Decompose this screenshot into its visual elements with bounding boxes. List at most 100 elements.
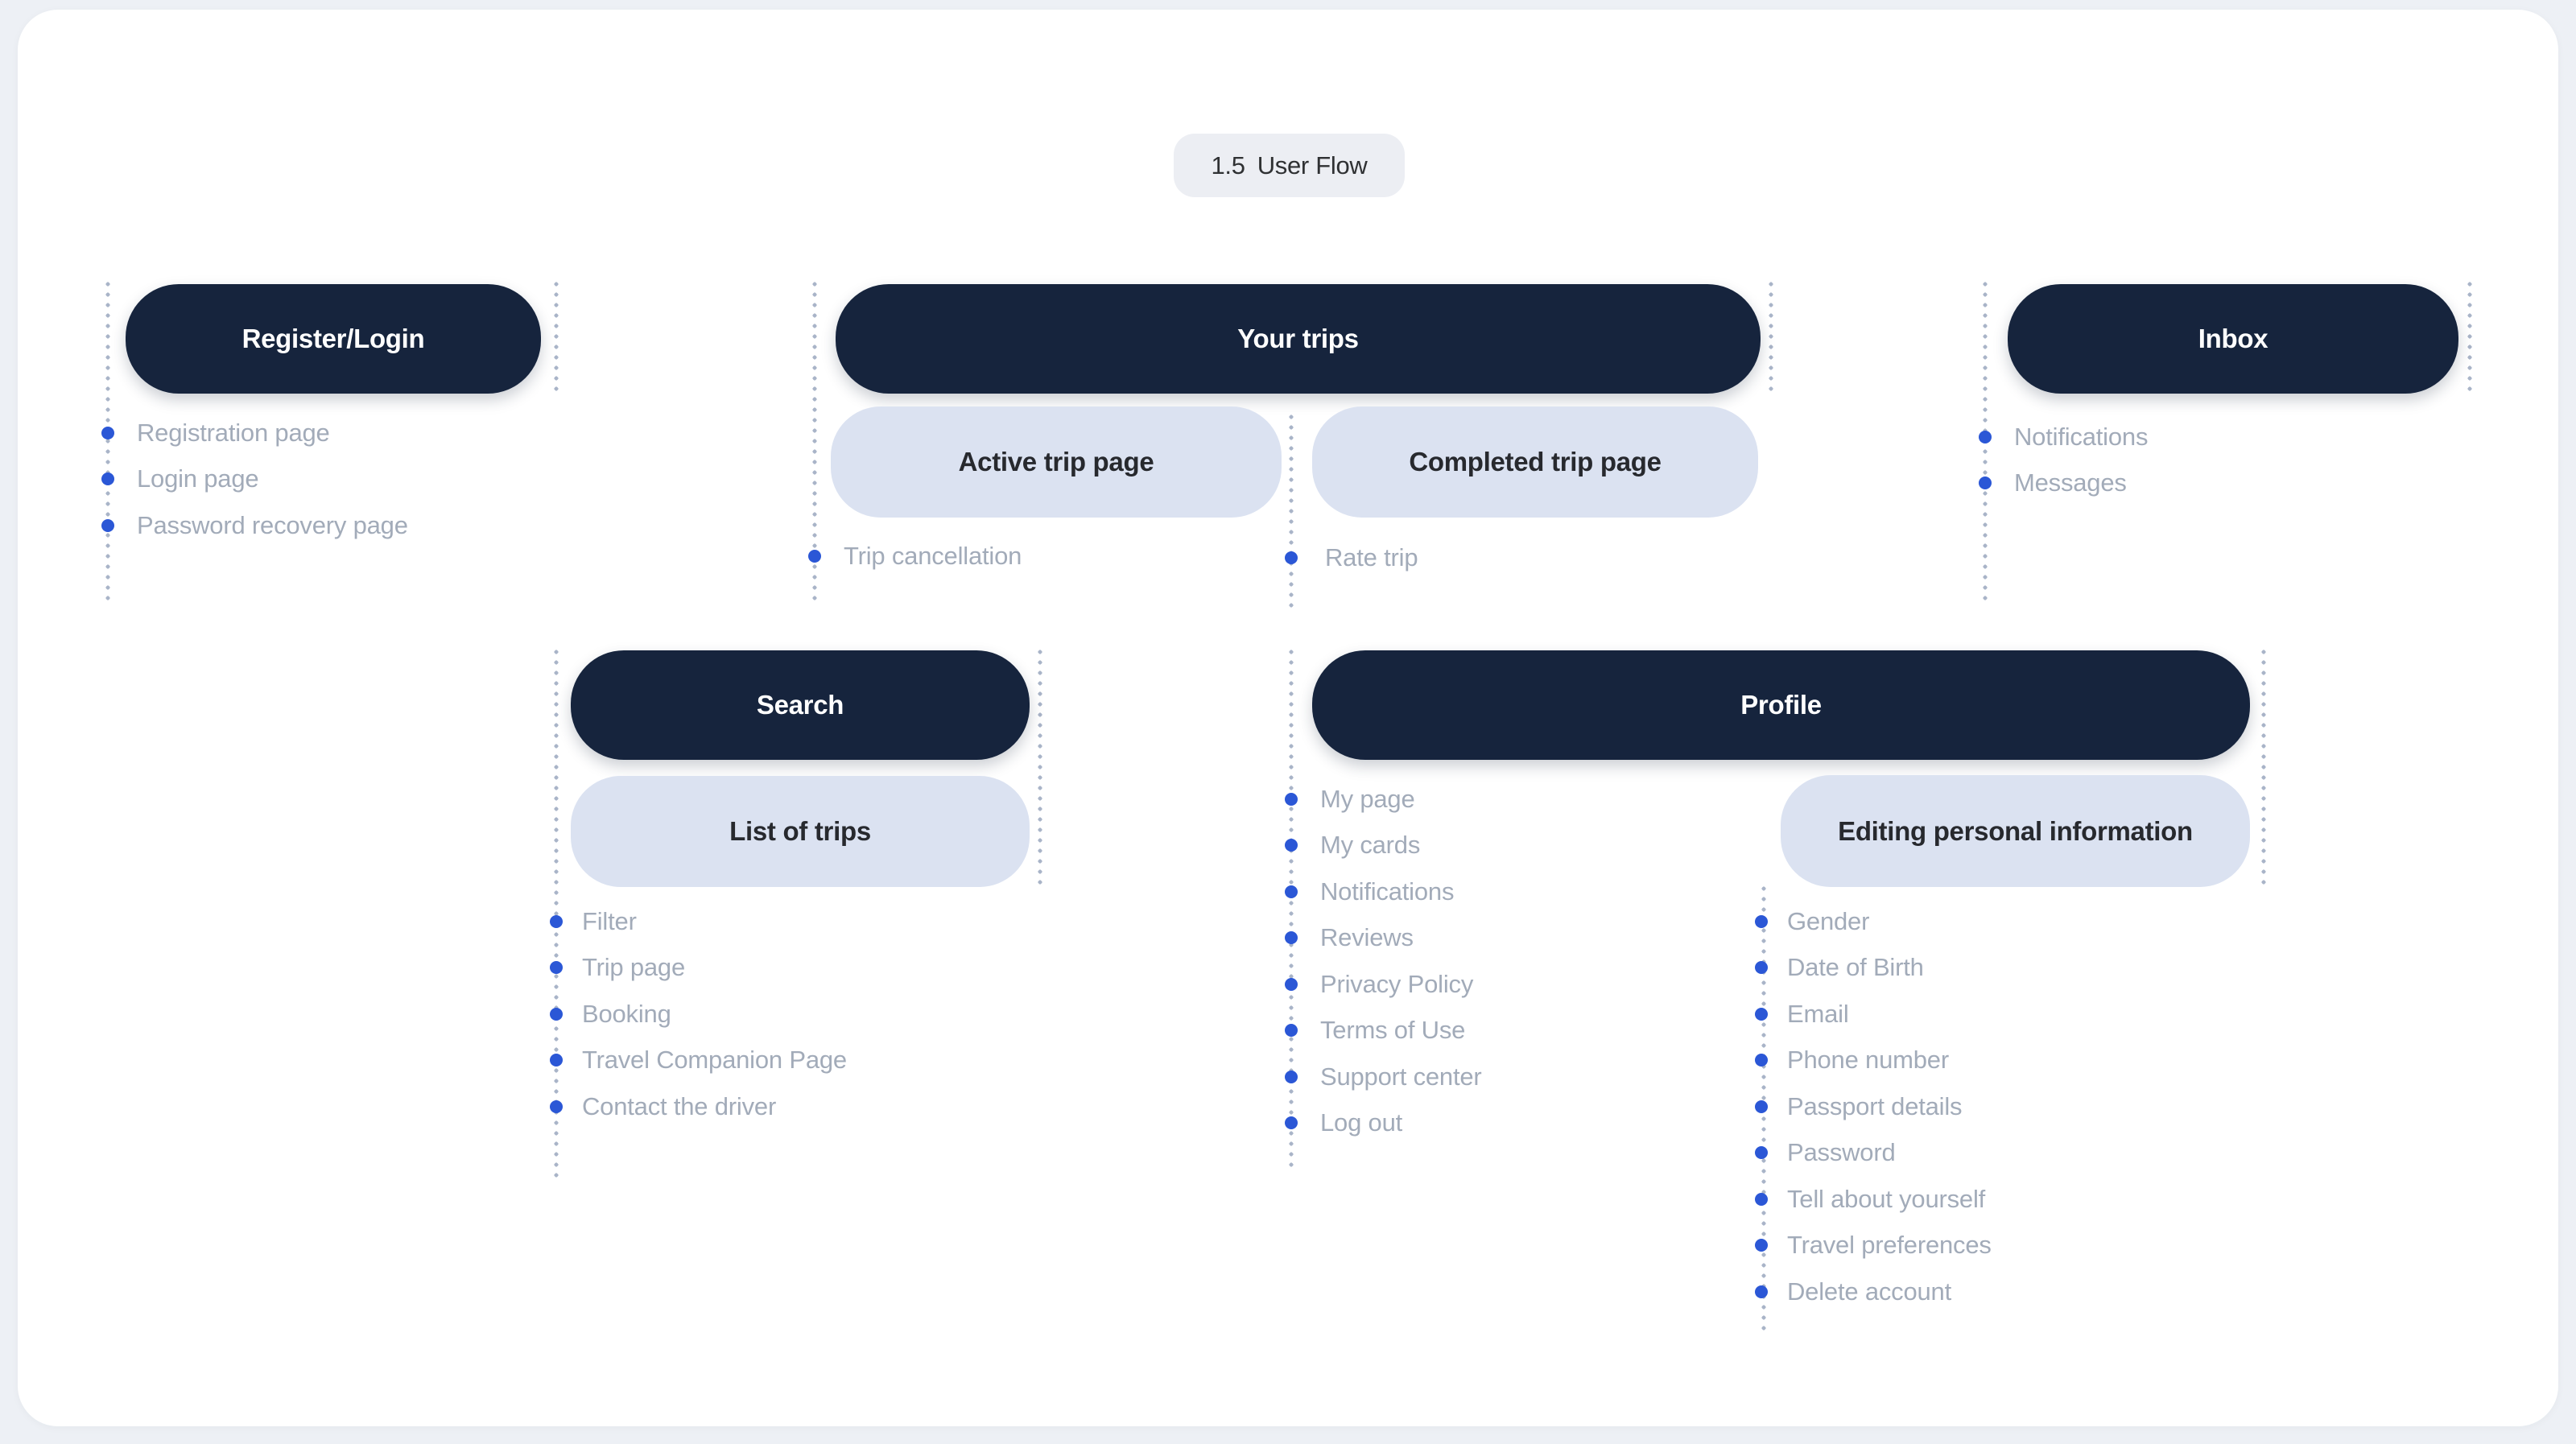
bullet-dot (550, 961, 563, 975)
list-item-label: Rate trip (1325, 543, 1418, 571)
bullet-dot (1755, 1285, 1768, 1298)
dotted-connector-line (554, 279, 559, 396)
node-label: Inbox (2198, 324, 2268, 353)
node-label: Search (756, 690, 844, 720)
node-label: Active trip page (958, 447, 1154, 477)
list-item-label: Booking (582, 999, 671, 1028)
node-label: Editing personal information (1838, 815, 2193, 846)
list-item-label: My page (1320, 784, 1415, 813)
inbox-list: Notifications Messages (1979, 414, 2542, 506)
register-login-list: Registration page Login page Password re… (101, 410, 665, 549)
list-item-label: Notifications (2014, 422, 2149, 451)
bullet-dot (1285, 1070, 1298, 1083)
active-trip-list: Trip cancellation (808, 533, 1372, 580)
dotted-connector-line (812, 279, 817, 605)
list-item-label: Travel Companion Page (582, 1046, 847, 1075)
node-register-login: Register/Login (126, 284, 541, 394)
list-item: Trip cancellation (808, 533, 1372, 580)
bullet-dot (101, 518, 114, 532)
list-item: Passport details (1755, 1083, 2318, 1130)
list-item-label: Login page (137, 464, 259, 493)
node-editing-personal-information: Editing personal information (1781, 775, 2250, 887)
badge-label: User Flow (1257, 151, 1368, 179)
list-item-label: Travel preferences (1787, 1231, 1992, 1260)
list-item: My page (1285, 776, 1848, 823)
list-item-label: Filter (582, 906, 637, 935)
node-search: Search (571, 650, 1030, 760)
node-label: Your trips (1237, 324, 1359, 353)
list-item-label: Terms of Use (1320, 1016, 1466, 1045)
list-item-label: Support center (1320, 1062, 1482, 1091)
list-item-label: Gender (1787, 906, 1870, 935)
bullet-dot (1755, 914, 1768, 928)
list-item-label: Phone number (1787, 1046, 1949, 1075)
bullet-dot (1755, 1054, 1768, 1067)
list-item: Password recovery page (101, 502, 665, 549)
list-item: Registration page (101, 410, 665, 456)
list-item: My cards (1285, 823, 1848, 869)
bullet-dot (1285, 1024, 1298, 1038)
node-your-trips: Your trips (836, 284, 1761, 394)
completed-trip-list: Rate trip (1285, 534, 1848, 581)
list-item: Date of Birth (1755, 945, 2318, 992)
list-item-label: Log out (1320, 1108, 1403, 1137)
list-item: Phone number (1755, 1038, 2318, 1084)
bullet-dot (1285, 551, 1298, 564)
list-item-label: Email (1787, 999, 1849, 1028)
list-item: Gender (1755, 898, 2318, 945)
bullet-dot (1285, 792, 1298, 806)
bullet-dot (1755, 1239, 1768, 1252)
list-item: Rate trip (1285, 534, 1848, 581)
bullet-dot (550, 914, 563, 928)
list-item: Notifications (1285, 868, 1848, 915)
node-profile: Profile (1312, 650, 2250, 760)
list-item: Contact the driver (550, 1083, 1113, 1130)
bullet-dot (1285, 931, 1298, 945)
profile-list: My page My cards Notifications Reviews P… (1285, 776, 1848, 1146)
bullet-dot (1979, 430, 1992, 444)
node-inbox: Inbox (2008, 284, 2458, 394)
bullet-dot (1755, 1007, 1768, 1021)
dotted-connector-line (1289, 412, 1294, 608)
editing-personal-information-list: Gender Date of Birth Email Phone number … (1755, 898, 2318, 1315)
list-item-label: Passport details (1787, 1091, 1963, 1120)
dotted-connector-line (1038, 647, 1042, 889)
bullet-dot (1285, 1116, 1298, 1130)
dotted-connector-line (554, 647, 559, 1182)
list-item: Terms of Use (1285, 1008, 1848, 1054)
node-label: Profile (1740, 690, 1822, 720)
list-item-label: Date of Birth (1787, 953, 1924, 982)
node-list-of-trips: List of trips (571, 776, 1030, 887)
list-item-label: Trip cancellation (844, 541, 1022, 570)
list-item-label: Delete account (1787, 1277, 1951, 1306)
list-item-label: Notifications (1320, 877, 1455, 906)
list-item-label: Password recovery page (137, 510, 408, 539)
list-item-label: Privacy Policy (1320, 969, 1474, 998)
list-item: Password (1755, 1130, 2318, 1177)
node-label: List of trips (729, 816, 871, 846)
dotted-connector-line (1289, 647, 1294, 1169)
bullet-dot (1285, 885, 1298, 898)
bullet-dot (550, 1054, 563, 1067)
list-item-label: Trip page (582, 953, 686, 982)
bullet-dot (1755, 961, 1768, 975)
list-item: Delete account (1755, 1269, 2318, 1315)
bullet-dot (101, 426, 114, 439)
list-item: Tell about yourself (1755, 1176, 2318, 1223)
list-item: Log out (1285, 1100, 1848, 1147)
list-item-label: Registration page (137, 418, 330, 447)
list-item: Trip page (550, 945, 1113, 992)
list-item: Travel Companion Page (550, 1038, 1113, 1084)
list-item-label: Password (1787, 1138, 1896, 1167)
list-item: Travel preferences (1755, 1223, 2318, 1269)
list-item: Booking (550, 991, 1113, 1038)
bullet-dot (1755, 1146, 1768, 1160)
dotted-connector-line (2467, 279, 2472, 396)
bullet-dot (1755, 1100, 1768, 1113)
list-item: Reviews (1285, 915, 1848, 962)
list-item-label: Contact the driver (582, 1091, 777, 1120)
bullet-dot (550, 1007, 563, 1021)
bullet-dot (1979, 477, 1992, 490)
search-list: Filter Trip page Booking Travel Companio… (550, 898, 1113, 1130)
